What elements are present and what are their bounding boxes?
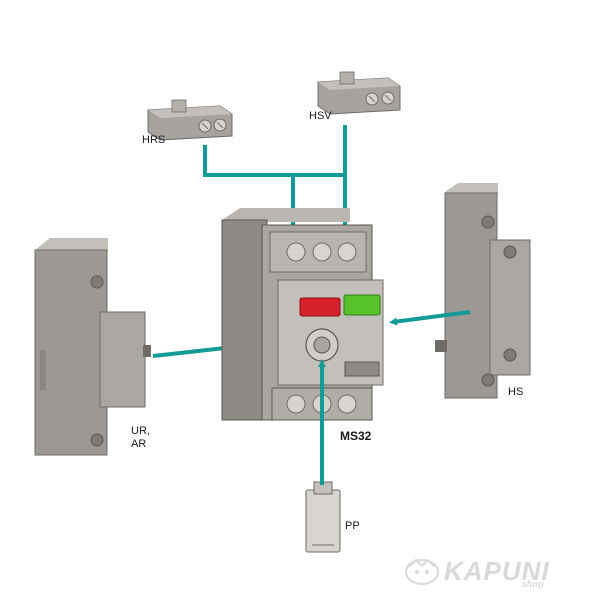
watermark-sub: shop: [522, 580, 544, 590]
label-hs: HS: [508, 386, 524, 398]
label-hrs: HRS: [142, 134, 166, 146]
ms32-switch: [221, 208, 384, 421]
label-ms32: MS32: [340, 429, 372, 443]
label-ar: AR: [131, 438, 147, 450]
tiger-logo-icon: [405, 558, 439, 585]
label-ur-ar: UR, AR: [131, 425, 150, 451]
label-pp: PP: [345, 520, 360, 532]
kapuni-watermark: KAPUNI shop: [402, 552, 582, 592]
hrs-terminal-block: [147, 99, 233, 141]
hs-aux-contact: [435, 183, 531, 399]
label-hsv: HSV: [309, 110, 332, 122]
label-ur: UR,: [131, 425, 150, 437]
pp-device: [305, 481, 341, 553]
ur-ar-module: [34, 238, 151, 456]
right-arrow: [389, 310, 471, 326]
watermark-brand: KAPUNI: [444, 556, 550, 586]
hsv-terminal-block: [317, 71, 401, 115]
